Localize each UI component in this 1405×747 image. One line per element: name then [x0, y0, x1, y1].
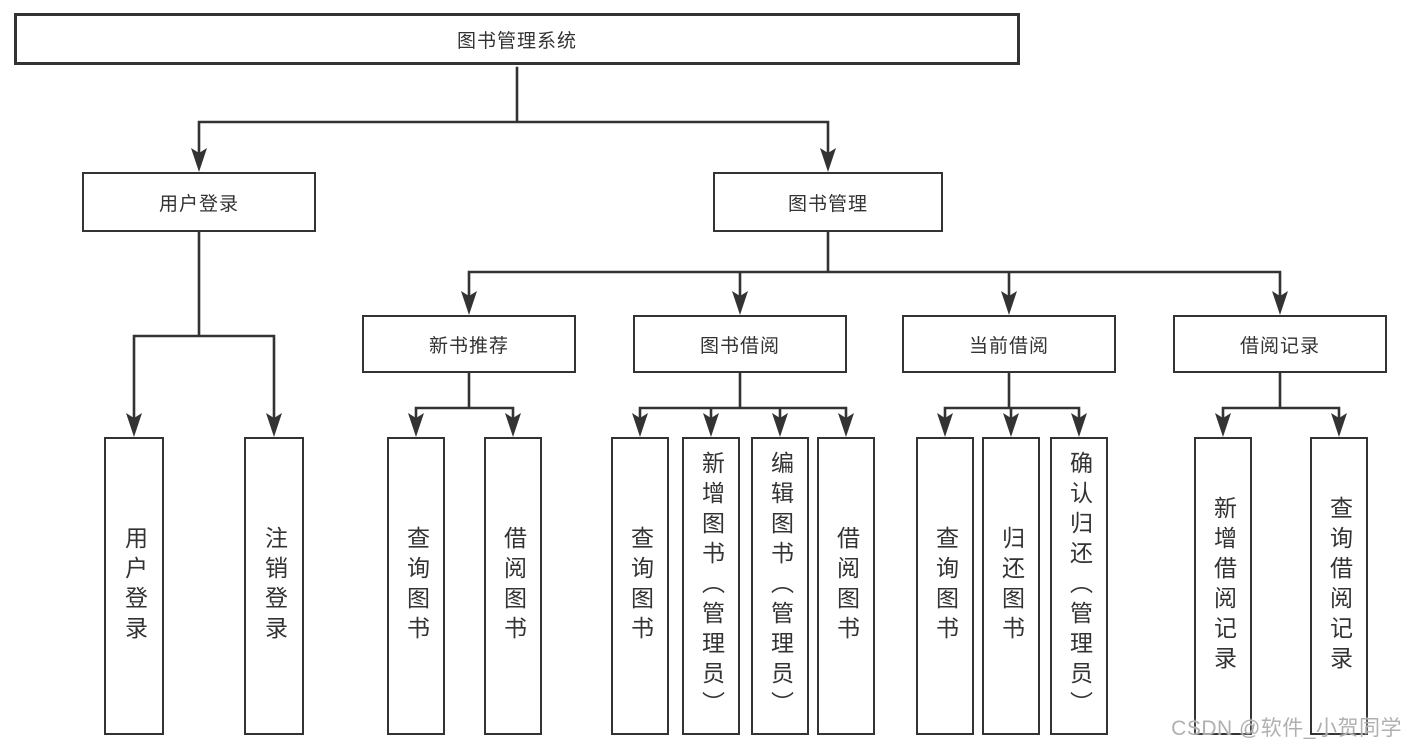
leaf-edit-book-admin: 编辑图书（管理员） — [751, 437, 809, 735]
leaf-return-books: 归还图书 — [982, 437, 1040, 735]
node-current-borrow-label: 当前借阅 — [968, 335, 1049, 357]
node-user-login: 用户登录 — [82, 172, 316, 232]
leaf-recommend-borrow-books: 借阅图书 — [484, 437, 542, 735]
node-book-management-label: 图书管理 — [787, 193, 868, 215]
node-book-management: 图书管理 — [713, 172, 943, 232]
node-borrow-records-label: 借阅记录 — [1239, 335, 1320, 357]
leaf-recommend-query-books: 查询图书 — [387, 437, 445, 735]
node-root-label: 图书管理系统 — [456, 30, 577, 52]
node-new-book-recommend-label: 新书推荐 — [428, 335, 509, 357]
leaf-add-borrow-record-label: 新增借阅记录 — [1210, 496, 1237, 676]
leaf-borrow-query-books-label: 查询图书 — [627, 526, 654, 646]
leaf-confirm-return-admin-label: 确认归还（管理员） — [1066, 451, 1093, 721]
leaf-borrow-query-books: 查询图书 — [611, 437, 669, 735]
node-current-borrow: 当前借阅 — [902, 315, 1116, 373]
leaf-user-login: 用户登录 — [104, 437, 164, 735]
leaf-add-book-admin-label: 新增图书（管理员） — [698, 451, 725, 721]
node-new-book-recommend: 新书推荐 — [362, 315, 576, 373]
leaf-edit-book-admin-label: 编辑图书（管理员） — [767, 451, 794, 721]
leaf-borrow-books-label: 借阅图书 — [833, 526, 860, 646]
csdn-watermark: CSDN @软件_小贺同学 — [1171, 717, 1402, 740]
node-root: 图书管理系统 — [14, 13, 1020, 65]
leaf-add-book-admin: 新增图书（管理员） — [682, 437, 740, 735]
node-book-borrow: 图书借阅 — [633, 315, 847, 373]
leaf-recommend-borrow-books-label: 借阅图书 — [500, 526, 527, 646]
leaf-add-borrow-record: 新增借阅记录 — [1194, 437, 1252, 735]
leaf-user-login-label: 用户登录 — [121, 526, 148, 646]
leaf-recommend-query-books-label: 查询图书 — [403, 526, 430, 646]
node-book-borrow-label: 图书借阅 — [699, 335, 780, 357]
leaf-logout: 注销登录 — [244, 437, 304, 735]
leaf-confirm-return-admin: 确认归还（管理员） — [1050, 437, 1108, 735]
leaf-logout-label: 注销登录 — [261, 526, 288, 646]
leaf-current-query-books-label: 查询图书 — [932, 526, 959, 646]
leaf-query-borrow-record: 查询借阅记录 — [1310, 437, 1368, 735]
node-borrow-records: 借阅记录 — [1173, 315, 1387, 373]
node-user-login-label: 用户登录 — [158, 193, 239, 215]
leaf-return-books-label: 归还图书 — [998, 526, 1025, 646]
leaf-current-query-books: 查询图书 — [916, 437, 974, 735]
leaf-query-borrow-record-label: 查询借阅记录 — [1326, 496, 1353, 676]
leaf-borrow-books: 借阅图书 — [817, 437, 875, 735]
